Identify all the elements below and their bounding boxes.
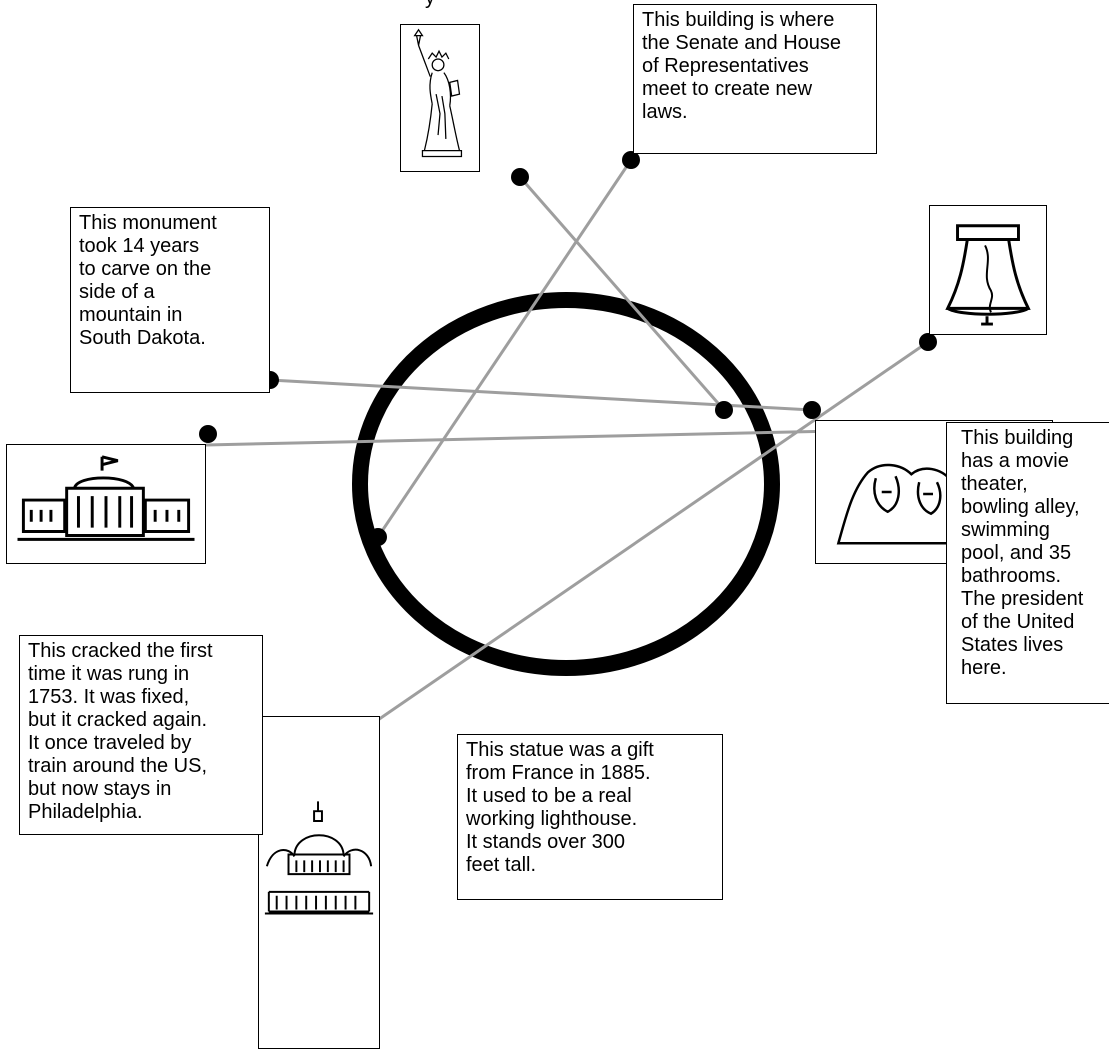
dot-statue-liberty-clue — [715, 401, 733, 419]
clue-white-house: This building has a movie theater, bowli… — [946, 422, 1109, 704]
center-ring — [352, 292, 780, 676]
clue-liberty-bell: This cracked the first time it was rung … — [19, 635, 263, 835]
dot-capitol-clue — [622, 151, 640, 169]
connector-capitol — [376, 159, 633, 538]
statue-of-liberty-icon — [413, 28, 463, 158]
capitol-building-icon — [264, 801, 374, 915]
clue-capitol: This building is where the Senate and Ho… — [633, 4, 877, 154]
liberty-bell-picture — [929, 205, 1047, 335]
dot-rushmore-picture — [803, 401, 821, 419]
title-fragment: y — [330, 0, 530, 10]
clue-statue-liberty: This statue was a gift from France in 18… — [457, 734, 723, 900]
dot-liberty-bell-picture — [919, 333, 937, 351]
dot-white-house-picture — [199, 425, 217, 443]
white-house-icon — [17, 455, 195, 541]
dot-statue-liberty-picture — [511, 168, 529, 186]
connector-statue-liberty — [518, 176, 726, 411]
dot-capitol-picture — [369, 528, 387, 546]
capitol-building-picture — [258, 716, 380, 1049]
statue-of-liberty-picture — [400, 24, 480, 172]
clue-rushmore: This monument took 14 years to carve on … — [70, 207, 270, 393]
white-house-picture — [6, 444, 206, 564]
liberty-bell-icon — [945, 224, 1031, 326]
